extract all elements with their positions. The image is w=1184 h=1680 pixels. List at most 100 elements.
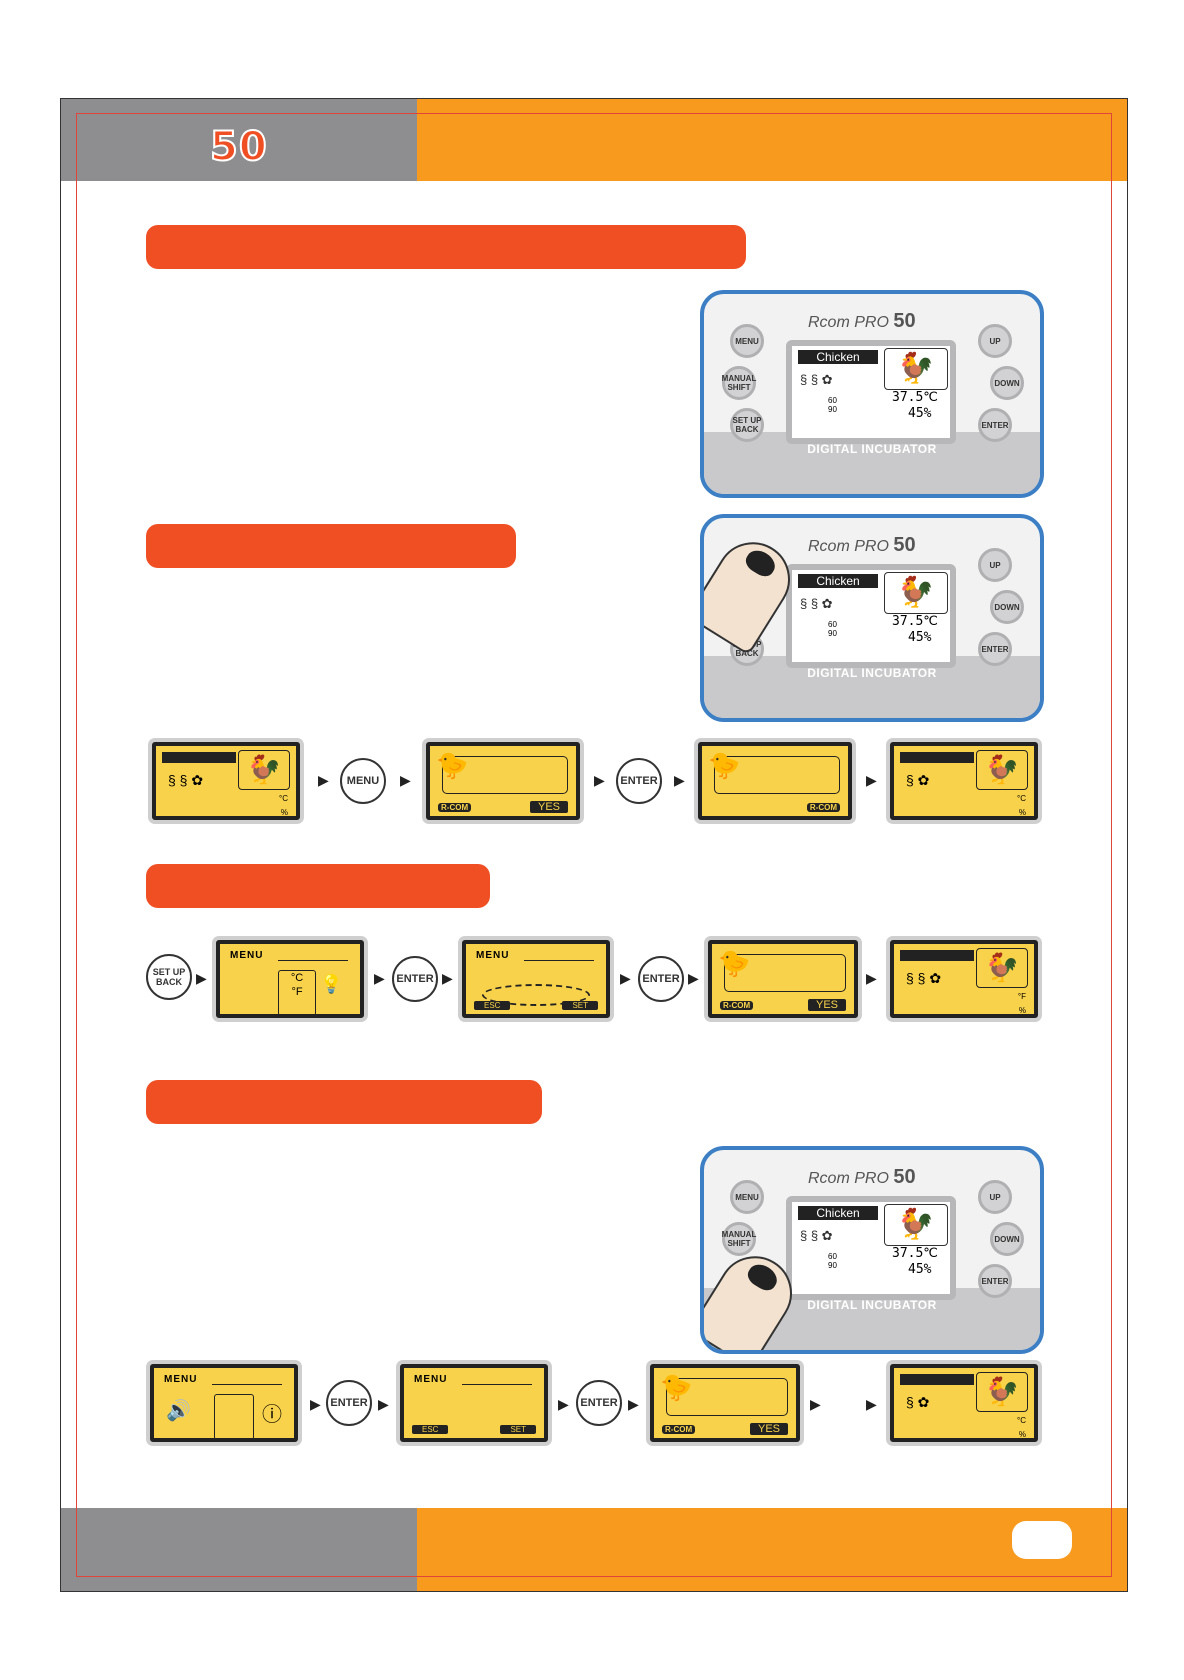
enter-button[interactable]: ENTER: [638, 956, 684, 1002]
lcd-screen-sound-select: MENU ESC SET: [400, 1364, 548, 1442]
lcd-screen-menu-sound: MENU 🔊 ⓘ: [150, 1364, 298, 1442]
up-button[interactable]: UP: [978, 324, 1012, 358]
lcd-temperature: 37.5℃: [892, 1246, 938, 1261]
rcom-logo: R-COM: [806, 803, 840, 812]
down-button[interactable]: DOWN: [990, 1222, 1024, 1256]
lcd-title-bar: [900, 1374, 974, 1385]
enter-button[interactable]: ENTER: [978, 408, 1012, 442]
rooster-icon: 🐓: [884, 572, 948, 614]
arrow-icon: ▶: [400, 772, 411, 788]
manual-shift-button[interactable]: MANUAL SHIFT: [722, 366, 756, 400]
setup-back-button[interactable]: SET UP BACK: [730, 408, 764, 442]
up-button[interactable]: UP: [978, 548, 1012, 582]
lcd-screen-saving: 🐤 R-COM: [698, 742, 852, 820]
lcd-menu-line: [278, 960, 348, 961]
lcd-humidity: 45%: [908, 630, 932, 645]
device-brand: Rcom PRO 50: [808, 1166, 916, 1188]
lcd-menu-title: MENU: [230, 950, 264, 961]
device-lcd: Chicken 🐓 § § ✿ 60 90 37.5℃ 45%: [786, 340, 956, 444]
rcom-logo: R-COM: [720, 1001, 754, 1010]
enter-button[interactable]: ENTER: [978, 632, 1012, 666]
section-bar-4: [146, 1080, 542, 1124]
device-panel-3: Rcom PRO 50 MENU MANUAL SHIFT UP DOWN EN…: [700, 1146, 1044, 1354]
unit-label: °C: [279, 794, 288, 803]
unit-cf-icon: °C °F: [278, 970, 316, 1016]
down-button[interactable]: DOWN: [990, 366, 1024, 400]
manual-shift-button[interactable]: MANUAL SHIFT: [722, 1222, 756, 1256]
chick-icon: 🐤: [708, 750, 741, 780]
device-panel-1: Rcom PRO 50 MENU MANUAL SHIFT SET UP BAC…: [700, 290, 1044, 498]
yes-softkey: YES: [529, 801, 568, 813]
device-footer-label: DIGITAL INCUBATOR: [807, 442, 937, 456]
down-button[interactable]: DOWN: [990, 590, 1024, 624]
lcd-menu-line: [524, 960, 594, 961]
arrow-icon: ▶: [674, 772, 685, 788]
up-button[interactable]: UP: [978, 1180, 1012, 1214]
menu-button[interactable]: MENU: [340, 758, 386, 804]
enter-button[interactable]: ENTER: [326, 1380, 372, 1426]
page-number-pill: [1012, 1521, 1072, 1559]
rcom-logo: R-COM: [438, 803, 472, 812]
lcd-menu-title: MENU: [414, 1374, 448, 1385]
set-softkey: SET: [562, 1001, 598, 1010]
unit-label: °F: [1017, 992, 1026, 1001]
lcd-menu-title: MENU: [476, 950, 510, 961]
rooster-icon: 🐓: [976, 948, 1028, 988]
lcd-title-bar: [900, 752, 974, 763]
lcd-screen-fahrenheit: 🐓 § § ✿ °F %: [890, 940, 1038, 1018]
enter-button[interactable]: ENTER: [978, 1264, 1012, 1298]
rooster-icon: 🐓: [976, 1372, 1028, 1412]
lcd-screen-confirm-2: 🐤 R-COM YES: [708, 940, 858, 1018]
footer-orange-block: [417, 1508, 1127, 1591]
enter-button[interactable]: ENTER: [616, 758, 662, 804]
lcd-humidity: 45%: [908, 1262, 932, 1277]
chick-icon: 🐤: [436, 750, 469, 780]
arrow-icon: ▶: [620, 970, 631, 986]
heater-icon: § § ✿: [800, 1228, 833, 1243]
header-grey-block: [61, 99, 417, 181]
lcd-menu-line: [462, 1384, 532, 1385]
lcd-text-box: [714, 756, 840, 794]
arrow-icon: ▶: [628, 1396, 639, 1412]
unit-label: %: [1018, 1006, 1026, 1015]
menu-button[interactable]: MENU: [730, 324, 764, 358]
unit-label: °C: [1017, 1416, 1026, 1425]
device-lcd: Chicken 🐓 § § ✿ 60 90 37.5℃ 45%: [786, 1196, 956, 1300]
arrow-icon: ▶: [378, 1396, 389, 1412]
lcd-temperature: 37.5℃: [892, 390, 938, 405]
lcd-screen-result-2: 🐓 § ✿ °C %: [890, 1364, 1038, 1442]
rcom-logo: R-COM: [662, 1425, 696, 1434]
header-orange-block: [417, 99, 1127, 181]
lcd-screen-result: 🐓 § ✿ °C %: [890, 742, 1038, 820]
arrow-icon: ▶: [442, 970, 453, 986]
unit-label: %: [1018, 1430, 1026, 1439]
lcd-screen-unit-select: MENU ESC SET: [462, 940, 610, 1018]
device-brand: Rcom PRO 50: [808, 310, 916, 332]
yes-softkey: YES: [807, 999, 846, 1011]
esc-softkey: ESC: [412, 1425, 449, 1434]
device-panel-2: Rcom PRO 50 MANUAL SHIFT SET UP BACK UP …: [700, 514, 1044, 722]
setup-back-button[interactable]: SET UP BACK: [146, 954, 192, 1000]
rooster-icon: 🐓: [884, 348, 948, 390]
menu-button[interactable]: MENU: [730, 1180, 764, 1214]
device-lcd: Chicken 🐓 § § ✿ 60 90 37.5℃ 45%: [786, 564, 956, 668]
yes-softkey: YES: [749, 1423, 788, 1435]
enter-button[interactable]: ENTER: [392, 956, 438, 1002]
device-footer-label: DIGITAL INCUBATOR: [807, 1298, 937, 1312]
light-bulb-icon: 💡: [320, 974, 343, 994]
lcd-title: Chicken: [798, 1206, 878, 1220]
lcd-small-values: 60 90: [828, 620, 837, 638]
device-footer-label: DIGITAL INCUBATOR: [807, 666, 937, 680]
lcd-title-bar: [900, 950, 974, 961]
footer-grey-block: [61, 1508, 417, 1591]
enter-button[interactable]: ENTER: [576, 1380, 622, 1426]
esc-softkey: ESC: [474, 1001, 511, 1010]
lcd-menu-line: [212, 1384, 282, 1385]
section-bar-1: [146, 225, 746, 269]
arrow-icon: ▶: [594, 772, 605, 788]
lcd-title: Chicken: [798, 350, 878, 364]
lcd-text-box: [724, 954, 846, 992]
lcd-selection-oval: [482, 984, 590, 1006]
lcd-title: Chicken: [798, 574, 878, 588]
lcd-menu-title: MENU: [164, 1374, 198, 1385]
